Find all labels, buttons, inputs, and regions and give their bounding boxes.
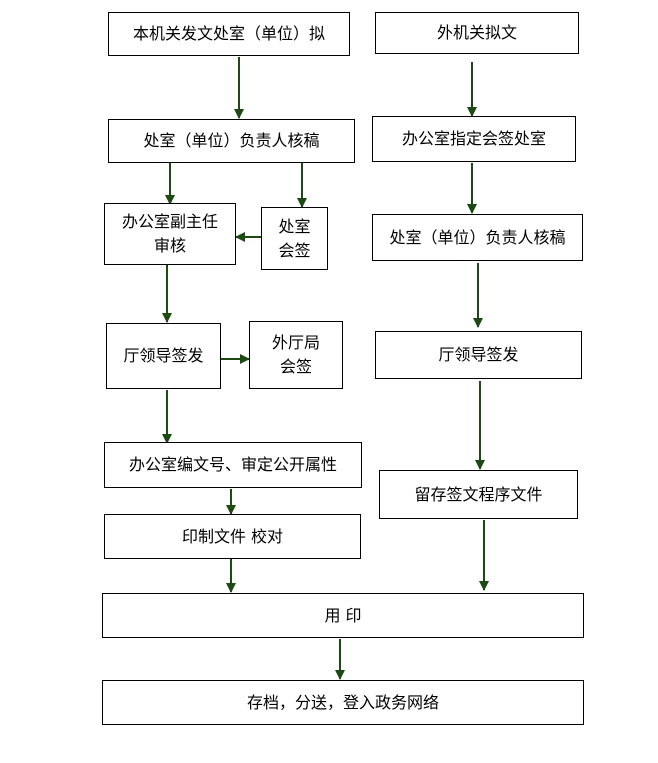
deputy-review-label: 办公室副主任 审核 bbox=[121, 212, 218, 255]
dept-cosign-label: 处室 会签 bbox=[278, 216, 311, 260]
assign-cosign-box: 办公室指定会签处室 bbox=[372, 116, 576, 162]
deputy-review-box: 办公室副主任 审核 bbox=[104, 203, 236, 265]
print-proof-box: 印制文件 校对 bbox=[104, 514, 361, 559]
leader-sign-box: 厅领导签发 bbox=[106, 323, 221, 389]
head-review-label: 处室（单位）负责人核稿 bbox=[143, 131, 320, 150]
archive-distribute-box: 存档，分送，登入政务网络 bbox=[102, 680, 584, 725]
archive-docs-label: 留存签文程序文件 bbox=[414, 484, 543, 504]
leader-sign-label: 厅领导签发 bbox=[123, 346, 204, 365]
seal-box: 用 印 bbox=[102, 593, 584, 638]
head-review-box: 处室（单位）负责人核稿 bbox=[108, 119, 355, 163]
dept-cosign-box: 处室 会签 bbox=[261, 207, 328, 270]
external-cosign-box: 外厅局 会签 bbox=[249, 321, 343, 389]
external-draft-label: 外机关拟文 bbox=[436, 23, 517, 42]
print-proof-label: 印制文件 校对 bbox=[181, 526, 284, 546]
right-head-review-box: 处室（单位）负责人核稿 bbox=[372, 214, 583, 261]
seal-label: 用 印 bbox=[324, 605, 362, 625]
draft-box: 本机关发文处室（单位）拟 bbox=[108, 12, 350, 56]
external-cosign-label: 外厅局 会签 bbox=[271, 333, 320, 376]
archive-distribute-label: 存档，分送，登入政务网络 bbox=[246, 692, 439, 712]
external-draft-box: 外机关拟文 bbox=[375, 12, 579, 54]
numbering-label: 办公室编文号、审定公开属性 bbox=[128, 455, 337, 474]
assign-cosign-label: 办公室指定会签处室 bbox=[401, 129, 546, 148]
draft-label: 本机关发文处室（单位）拟 bbox=[132, 24, 325, 43]
archive-docs-box: 留存签文程序文件 bbox=[379, 470, 578, 519]
numbering-box: 办公室编文号、审定公开属性 bbox=[104, 442, 362, 488]
right-leader-sign-label: 厅领导签发 bbox=[438, 345, 519, 364]
right-leader-sign-box: 厅领导签发 bbox=[375, 331, 582, 379]
right-head-review-label: 处室（单位）负责人核稿 bbox=[389, 227, 566, 247]
